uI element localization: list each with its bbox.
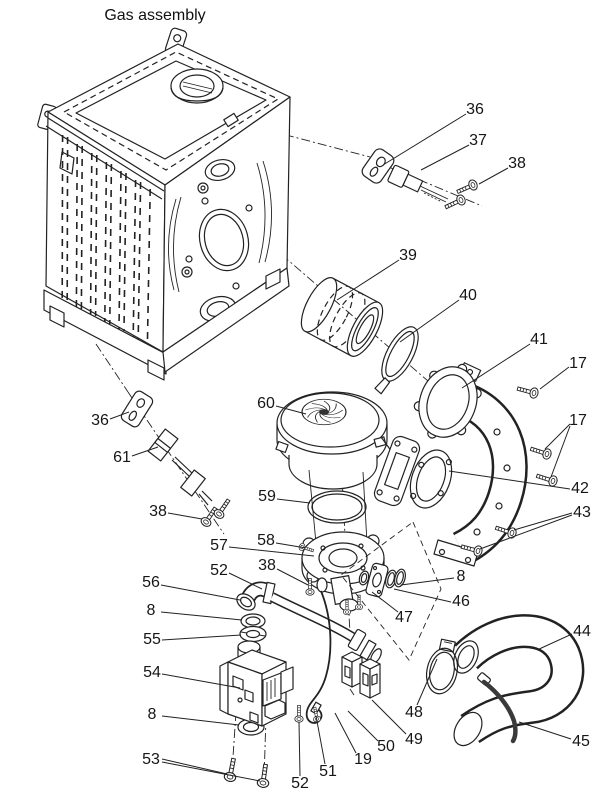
- fan-outlet-flange: [373, 435, 421, 507]
- air-hose-group: [425, 614, 585, 747]
- leader-line-53: [161, 761, 261, 782]
- ignition-cable: [294, 590, 332, 724]
- leader-line-37: [420, 144, 470, 171]
- leader-line-19: [334, 712, 357, 754]
- flange-gasket: [409, 449, 453, 509]
- igniter-group: [361, 148, 480, 213]
- heat-exchanger: [37, 27, 291, 381]
- retaining-strap: [477, 672, 518, 744]
- leader-line-52: [298, 721, 301, 777]
- projection-line: [308, 469, 317, 544]
- leader-line-36: [382, 113, 467, 166]
- burner-tube: [300, 277, 384, 357]
- leader-line-43: [479, 514, 573, 550]
- leader-line-36: [109, 411, 130, 420]
- gas-valve: [219, 640, 294, 727]
- projection-line: [362, 471, 368, 544]
- gas-pipe: [236, 581, 382, 664]
- leader-line-57: [228, 546, 315, 557]
- leader-line-51: [315, 715, 326, 765]
- leader-lines: [109, 113, 573, 782]
- leader-line-8: [160, 611, 243, 621]
- electrode-group: [120, 390, 234, 529]
- leader-line-45: [518, 721, 572, 740]
- leader-line-55: [161, 634, 242, 641]
- leader-line-17: [550, 425, 571, 478]
- fan: [275, 391, 421, 507]
- leader-line-17: [539, 366, 570, 390]
- leader-line-43: [513, 512, 573, 531]
- leader-line-49: [371, 699, 407, 735]
- leader-line-52: [228, 572, 263, 590]
- o-ring: [307, 490, 367, 524]
- leader-line-41: [461, 343, 531, 389]
- leader-line-58: [275, 542, 307, 549]
- venturi-cluster: [358, 562, 406, 598]
- leader-line-38: [276, 568, 309, 586]
- leader-line-61: [131, 446, 159, 457]
- leader-line-53: [161, 758, 228, 775]
- leader-line-46: [393, 588, 452, 603]
- hose-clamp: [425, 638, 459, 695]
- leader-line-44: [536, 633, 573, 651]
- leader-line-39: [336, 259, 400, 301]
- leader-line-38: [167, 512, 203, 520]
- switch-brackets: [341, 651, 381, 699]
- leader-line-54: [161, 673, 241, 689]
- fan-impeller: [301, 398, 347, 426]
- leader-line-38: [478, 167, 509, 185]
- leader-line-8: [400, 577, 455, 586]
- leader-line-17: [544, 423, 571, 450]
- leader-line-47: [371, 591, 399, 613]
- leader-line-8: [161, 715, 240, 726]
- leader-line-50: [347, 710, 379, 742]
- valve-washers: [237, 613, 267, 736]
- burner-gasket: [374, 326, 419, 395]
- leader-line-48: [416, 658, 438, 706]
- leader-line-56: [160, 584, 241, 601]
- alignment-outline: [340, 521, 442, 661]
- leader-line-40: [399, 299, 460, 343]
- flue-elbow: [413, 362, 528, 567]
- leader-line-59: [276, 498, 311, 504]
- leader-line-42: [448, 470, 571, 490]
- leader-line-60: [275, 405, 307, 415]
